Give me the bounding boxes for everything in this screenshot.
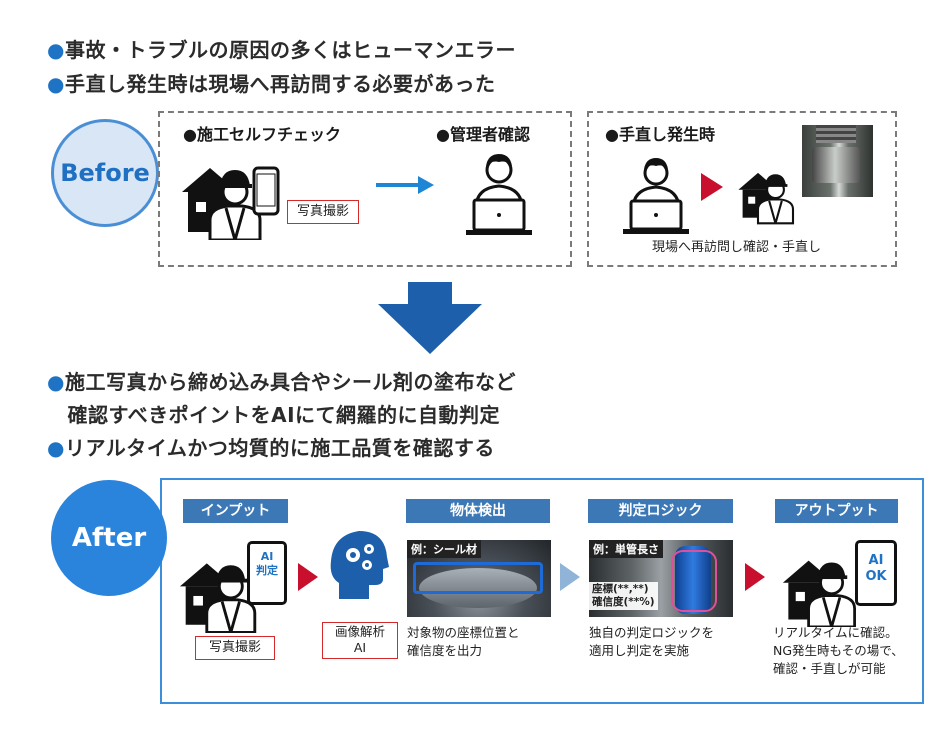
manager-laptop-icon [466,154,532,235]
logic-desc: 独自の判定ロジックを 適用し判定を実施 [589,624,714,660]
arrow-right-icon [376,176,434,194]
after-label: After [51,480,167,596]
logic-overlay-confidence: 確信度(**%) [592,596,655,608]
smartphone-ai-ok: AI OK [855,540,897,606]
output-desc: リアルタイムに確認。 NG発生時もその場で、 確認・手直しが可能 [773,624,904,678]
revisit-caption: 現場へ再訪問し確認・手直し [652,240,822,255]
input-photo-label: 写真撮影 [195,636,275,660]
before-box-rework [587,111,897,267]
detection-desc-line1: 対象物の座標位置と [407,625,520,640]
red-arrow-icon-3 [745,563,765,591]
down-arrow-icon [378,282,482,354]
manager-check-heading: ●管理者確認 [436,125,530,144]
output-desc-line3: 確認・手直しが可能 [773,661,886,676]
step-logic-title: 判定ロジック [588,499,733,523]
phone-text-judge: 判定 [256,564,278,577]
logic-overlay: 座標(**,**) 確信度(**%) [589,582,658,610]
after-bullet-1: ●施工写真から締め込み具合やシール剤の塗布など [47,370,516,394]
step-output-title: アウトプット [775,499,898,523]
self-check-heading: ●施工セルフチェック [183,125,341,144]
worker-at-house-icon-3 [179,563,257,633]
logic-overlay-coords: 座標(**,**) [592,583,649,595]
worker-at-house-icon-4 [782,560,856,627]
phone-text-ai: AI [260,550,274,563]
detection-desc: 対象物の座標位置と 確信度を出力 [407,624,520,660]
output-desc-line1: リアルタイムに確認。 [773,625,898,640]
image-analysis-line1: 画像解析 [334,624,385,639]
image-analysis-ai-label: 画像解析 AI [322,622,398,659]
phone-ok-ai: AI [868,553,884,568]
rework-heading: ●手直し発生時 [605,125,715,144]
red-arrow-icon [701,173,723,201]
logic-photo: 例：単管長さ 座標(**,**) 確信度(**%) [589,540,733,617]
manager-laptop-icon-2 [623,158,689,234]
after-box [160,478,924,704]
pipe-joint-photo [802,125,873,197]
logic-desc-line2: 適用し判定を実施 [589,643,690,658]
phone-ok-text: OK [865,569,887,584]
output-desc-line2: NG発生時もその場で、 [773,643,904,658]
worker-at-house-icon-2 [738,172,795,225]
detection-photo: 例：シール材 [407,540,551,617]
after-bullet-3: ●リアルタイムかつ均質的に施工品質を確認する [47,436,495,460]
smartphone-icon [252,166,280,216]
logic-desc-line1: 独自の判定ロジックを [589,625,715,640]
before-label: Before [51,119,159,227]
after-bullet-2: 確認すべきポイントをAIにて網羅的に自動判定 [47,403,501,427]
detection-desc-line2: 確信度を出力 [407,643,483,658]
worker-at-house-icon [182,168,262,240]
before-bullet-1: ●事故・トラブルの原因の多くはヒューマンエラー [47,38,516,62]
red-arrow-icon-2 [298,563,318,591]
photo-shoot-label: 写真撮影 [287,200,359,224]
image-analysis-line2: AI [353,640,367,655]
smartphone-ai-judge: AI 判定 [247,541,287,605]
detection-tag: 例：シール材 [407,540,481,558]
step-detection-title: 物体検出 [406,499,550,523]
step-input-title: インプット [183,499,288,523]
logic-tag: 例：単管長さ [589,540,663,558]
before-bullet-2: ●手直し発生時は現場へ再訪問する必要があった [47,72,496,96]
ai-brain-head-icon [330,531,389,599]
before-box-self-check [158,111,572,267]
light-blue-arrow-icon [560,563,580,591]
